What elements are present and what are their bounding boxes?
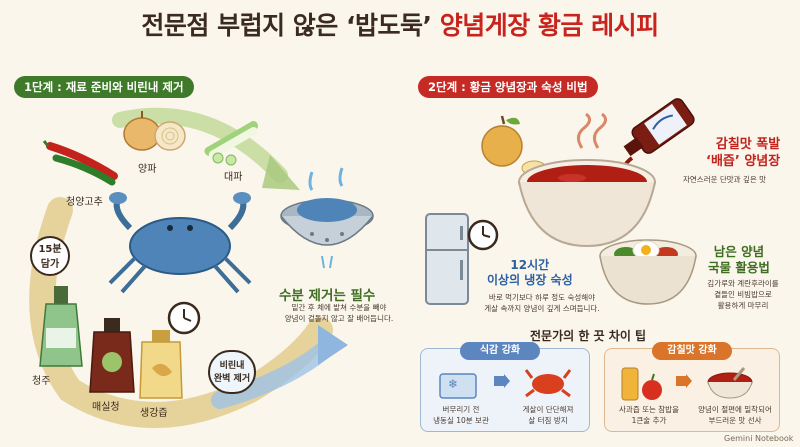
tip-umami-step-b: 양념이 절편에 밀착되어 부드러운 맛 선사 bbox=[698, 405, 772, 425]
leftover-description: 김가루와 계란후라이를 곁들인 비빔밥으로 활용하게 마무리 bbox=[707, 279, 779, 310]
green-onion-label: 대파 bbox=[224, 172, 243, 183]
ginger-juice-bottle-icon bbox=[139, 330, 183, 399]
steam-icon bbox=[577, 112, 607, 149]
tip-texture-step-a: 버무리기 전 냉동실 10분 보관 bbox=[433, 405, 489, 425]
red-crab-icon bbox=[524, 369, 572, 398]
soju-label: 청주 bbox=[32, 376, 51, 387]
chili-pepper-icon bbox=[42, 140, 118, 186]
page-title: 전문점 부럽지 않은 ‘밥도둑’ 양념게장 황금 레시피 bbox=[141, 11, 659, 40]
drain-description: 밑간 후 체에 밭쳐 수분을 빼야 양념이 겉돌지 않고 잘 배어듭니다. bbox=[284, 303, 394, 323]
clock-icon bbox=[167, 301, 201, 335]
tip-umami-heading: 감칠맛 강화 bbox=[652, 342, 732, 360]
step2-pill: 2단계 : 황금 양념장과 숙성 비법 bbox=[418, 76, 598, 98]
colander-crab-icon bbox=[280, 167, 374, 269]
pepper-label: 청양고추 bbox=[66, 197, 103, 208]
fridge-clock-icon bbox=[467, 219, 499, 251]
juice-apple-icon bbox=[621, 367, 662, 401]
sauce-description: 자연스러운 단맛과 깊은 맛 bbox=[683, 175, 767, 184]
fishy-removal-badge: 비린내 완벽 제거 bbox=[208, 350, 256, 394]
sauce-dish-icon bbox=[707, 367, 753, 399]
fridge-icon bbox=[425, 213, 469, 305]
svg-text:❄: ❄ bbox=[448, 377, 458, 391]
plum-label: 매실청 bbox=[92, 402, 120, 413]
onion-icon bbox=[123, 111, 186, 151]
onion-label: 양파 bbox=[138, 164, 157, 175]
fridge-description: 바로 먹기보다 하루 정도 숙성해야 게살 속까지 양념이 깊게 스며듭니다. bbox=[484, 293, 600, 313]
soju-bottle-icon bbox=[39, 286, 83, 367]
blue-crab-icon bbox=[108, 192, 252, 294]
footer-brand: Gemini Notebook bbox=[724, 434, 794, 443]
tip-umami-step-a: 사과즙 또는 참밥을 1큰술 추가 bbox=[619, 405, 679, 425]
arrow-right-icon bbox=[494, 374, 510, 388]
leftover-title: 남은 양념 국물 활용법 bbox=[708, 244, 770, 275]
sauce-title: 감칠맛 폭발 ‘배즙’ 양념장 bbox=[706, 137, 781, 169]
pear-icon bbox=[481, 115, 523, 167]
fridge-title: 12시간 이상의 냉장 숙성 bbox=[487, 258, 573, 287]
timer-badge: 15분 담가 bbox=[30, 236, 70, 276]
sauce-bottle-icon bbox=[622, 98, 695, 168]
sauce-bowl-icon bbox=[518, 159, 656, 248]
freezer-icon: ❄ bbox=[439, 373, 477, 399]
drain-title: 수분 제거는 필수 bbox=[279, 288, 376, 304]
green-onion-icon bbox=[204, 121, 259, 166]
tip-texture-heading: 식감 강화 bbox=[460, 342, 540, 360]
arrow-right-icon-2 bbox=[676, 374, 692, 388]
step1-pill: 1단계 : 재료 준비와 비린내 제거 bbox=[14, 76, 194, 98]
tip-texture-step-b: 게살이 단단해져 살 터짐 방지 bbox=[522, 405, 574, 425]
ginger-label: 생강즙 bbox=[140, 408, 168, 419]
bibimbap-bowl-icon bbox=[599, 239, 697, 305]
plum-syrup-bottle-icon bbox=[89, 318, 135, 393]
tips-heading: 전문가의 한 끗 차이 팁 bbox=[530, 329, 647, 343]
